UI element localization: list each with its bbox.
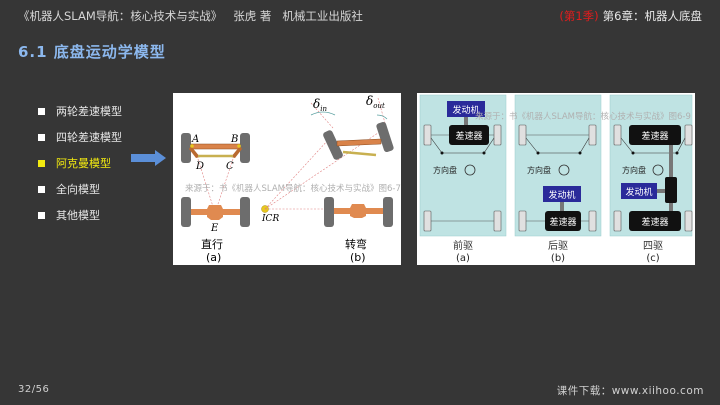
straight-label: (a) xyxy=(206,251,221,264)
straight-caption: 直行 xyxy=(201,237,223,251)
wheel xyxy=(181,197,191,227)
bullet-square-icon xyxy=(38,133,45,141)
engine-label: 发动机 xyxy=(452,104,479,116)
bullet-label: 四轮差速模型 xyxy=(56,131,122,144)
differential-label: 差速器 xyxy=(641,130,668,142)
point-d-label: D xyxy=(195,161,204,172)
engine-box xyxy=(543,186,581,202)
bullet-square-icon xyxy=(38,211,45,219)
page-number: 32/56 xyxy=(18,384,50,395)
delta-out-label: δout xyxy=(366,94,385,110)
differential-box xyxy=(545,211,581,231)
steering-wheel-icon xyxy=(464,164,476,176)
bullet-label: 两轮差速模型 xyxy=(56,105,122,118)
panel-label: (c) xyxy=(646,253,659,264)
bullet-square-icon xyxy=(38,185,45,193)
model-list: 两轮差速模型 四轮差速模型 阿克曼模型 全向模型 其他模型 xyxy=(38,98,122,228)
panel-rear-drive: 方向盘 发动机 差速器 后驱 (b) xyxy=(514,94,602,264)
header-book-info: 《机器人SLAM导航：核心技术与实战》 张虎 著 机械工业出版社 xyxy=(18,8,363,24)
arrow-right-icon xyxy=(131,150,166,166)
engine-label: 发动机 xyxy=(625,186,652,198)
bullet-label: 阿克曼模型 xyxy=(56,157,111,170)
wheel xyxy=(240,133,250,163)
engine-label: 发动机 xyxy=(548,189,575,201)
bullet-item: 全向模型 xyxy=(38,176,122,202)
panel-caption: 后驱 xyxy=(548,240,568,252)
season-label: (第1季) xyxy=(559,9,599,23)
bullet-label: 其他模型 xyxy=(56,209,100,222)
download-link[interactable]: 课件下载：www.xiihoo.com xyxy=(556,385,704,397)
steering-label: 方向盘 xyxy=(433,165,457,175)
panel-front-drive: 发动机 差速器 方向盘 前驱 (a) xyxy=(419,94,507,264)
differential-box xyxy=(449,125,489,145)
bullet-item: 四轮差速模型 xyxy=(38,124,122,150)
wheel xyxy=(324,197,334,227)
drivetrain-figure: 发动机 差速器 方向盘 前驱 (a) 方向盘 发动机 差速器 后驱 (b) xyxy=(417,93,695,265)
panel-caption: 前驱 xyxy=(453,239,473,252)
bullet-square-icon xyxy=(38,107,45,115)
point-a-label: A xyxy=(191,134,199,145)
bullet-label: 全向模型 xyxy=(56,183,100,196)
straight-diagram: A B D C E 直行 (a) xyxy=(181,133,250,264)
point-e-label: E xyxy=(210,223,219,234)
icr-label: ICR xyxy=(261,214,279,224)
differential-box xyxy=(629,211,681,231)
chapter-label: 第6章：机器人底盘 xyxy=(602,9,702,23)
watermark: 来源于：书《机器人SLAM导航：核心技术与实战》图6-7 xyxy=(185,183,401,194)
turning-label: (b) xyxy=(350,251,366,264)
engine-box xyxy=(447,101,485,117)
book-title: 《机器人SLAM导航：核心技术与实战》 xyxy=(18,9,223,23)
differential-label: 差速器 xyxy=(549,216,576,228)
steering-wheel-icon xyxy=(558,164,570,176)
point-c-label: C xyxy=(226,161,234,172)
wheel xyxy=(383,197,393,227)
bullet-item-active: 阿克曼模型 xyxy=(38,150,122,176)
delta-in-label: δin xyxy=(313,97,327,113)
steering-label: 方向盘 xyxy=(527,165,551,175)
bullet-item: 两轮差速模型 xyxy=(38,98,122,124)
point-b-label: B xyxy=(230,134,238,145)
panel-caption: 四驱 xyxy=(643,240,663,252)
differential-box xyxy=(629,125,681,145)
panel-label: (b) xyxy=(551,253,565,264)
differential-label: 差速器 xyxy=(641,216,668,228)
section-title: 6.1 底盘运动学模型 xyxy=(18,43,166,61)
panel-four-wheel-drive: 差速器 方向盘 发动机 差速器 四驱 (c) xyxy=(609,94,693,264)
turning-caption: 转弯 xyxy=(345,237,367,251)
steering-label: 方向盘 xyxy=(622,165,646,175)
wheel xyxy=(240,197,250,227)
bullet-item: 其他模型 xyxy=(38,202,122,228)
turning-diagram: δin δout ICR 转弯 (b) xyxy=(261,94,394,264)
panel-label: (a) xyxy=(456,253,470,264)
watermark: 来源于：书《机器人SLAM导航：核心技术与实战》图6-9 xyxy=(475,111,691,122)
bullet-square-icon xyxy=(38,159,45,167)
author: 张虎 著 xyxy=(233,9,272,23)
differential-label: 差速器 xyxy=(455,130,482,142)
ackermann-figure: A B D C E 直行 (a) δin δout ICR 转弯 (b) 来源于… xyxy=(173,93,401,265)
header-chapter: (第1季)第6章：机器人底盘 xyxy=(559,8,702,24)
wheel xyxy=(181,133,191,163)
center-differential-box xyxy=(665,177,677,203)
engine-box xyxy=(621,183,657,199)
publisher: 机械工业出版社 xyxy=(282,9,363,23)
steering-wheel-icon xyxy=(652,164,664,176)
